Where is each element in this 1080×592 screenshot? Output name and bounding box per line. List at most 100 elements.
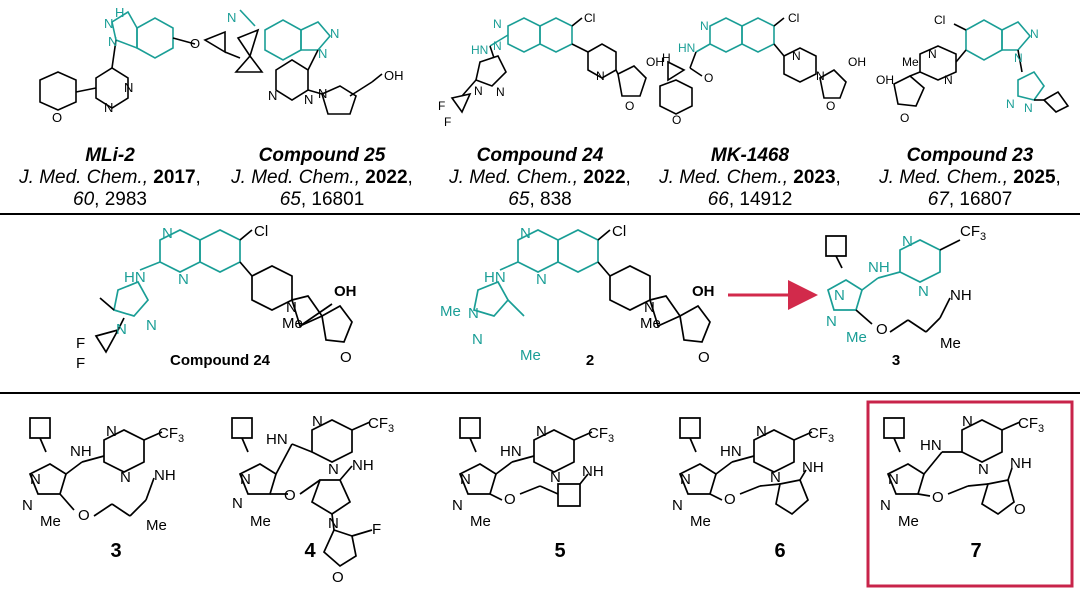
- structure-compound23: [893, 19, 1070, 113]
- atom-label: O: [340, 349, 352, 366]
- atom-label: CF3: [588, 425, 614, 445]
- atom-label: NH: [70, 443, 92, 460]
- atom-label: HN: [266, 431, 288, 448]
- label-compound24: Compound 24: [170, 352, 270, 369]
- atom-label: N: [888, 471, 899, 488]
- atoms-3: N N NH N N CF3 NH O Me Me: [22, 423, 184, 534]
- label-compound-2: 2: [585, 352, 595, 369]
- atom-label: OH: [692, 283, 715, 300]
- structure-mli2: [39, 10, 241, 111]
- atom-label: N: [1014, 51, 1023, 65]
- journal: J. Med. Chem.,: [19, 167, 148, 188]
- label-compound-3-top: 3: [891, 352, 901, 369]
- atom-label: N: [452, 497, 463, 514]
- atom-label: NH: [352, 457, 374, 474]
- atom-label: N: [928, 47, 937, 61]
- page: 14912: [739, 189, 793, 210]
- atom-label: NH: [1010, 455, 1032, 472]
- atom-label: N: [700, 19, 709, 33]
- caption-compound23: Compound 23 J. Med. Chem., 2025, 67, 168…: [866, 145, 1074, 211]
- atom-label: OH: [334, 283, 357, 300]
- volume: 66: [707, 189, 729, 210]
- journal: J. Med. Chem.,: [449, 167, 578, 188]
- label-compound-7: 7: [970, 540, 982, 562]
- compound-name: Compound 23: [906, 145, 1034, 166]
- atom-label: N: [286, 299, 297, 316]
- page: 16807: [959, 189, 1013, 210]
- divider-top: [0, 213, 1080, 215]
- volume: 65: [508, 189, 530, 210]
- page: 2983: [104, 189, 147, 210]
- atom-label: N: [232, 495, 243, 512]
- atom-label: O: [52, 110, 62, 125]
- year: 2023: [793, 167, 836, 188]
- cf3-label: CF: [1018, 415, 1038, 432]
- atom-label: N: [902, 233, 913, 250]
- label-compound-3: 3: [110, 540, 122, 562]
- atom-label: N: [596, 69, 605, 83]
- atom-label: Cl: [934, 13, 945, 27]
- atom-label: N: [460, 471, 471, 488]
- caption-mli2: MLi-2 J. Med. Chem., 2017, 60, 2983: [10, 145, 210, 211]
- atom-label: N: [550, 469, 561, 486]
- structure-6: [678, 417, 813, 516]
- atom-label: Me: [690, 513, 711, 530]
- cf3-label: CF: [368, 415, 388, 432]
- atom-label: N: [1006, 97, 1015, 111]
- atom-label: N: [312, 413, 323, 430]
- atom-label: OH: [384, 68, 404, 83]
- atom-label: N: [680, 471, 691, 488]
- atom-label: N: [880, 497, 891, 514]
- atom-label: Cl: [584, 11, 595, 25]
- atoms-4: N N HN N N CF3 NH O Me N F O: [232, 413, 394, 586]
- atom-label: OH: [646, 55, 664, 69]
- atom-label: N: [328, 515, 339, 532]
- atom-label: CF3: [158, 425, 184, 445]
- atom-label: CF3: [808, 425, 834, 445]
- atom-label: Cl: [788, 11, 799, 25]
- year: 2025: [1013, 167, 1056, 188]
- atom-label: N: [834, 287, 845, 304]
- atom-label: O: [876, 321, 888, 338]
- atom-label: N: [536, 423, 547, 440]
- divider-bottom: [0, 392, 1080, 394]
- atom-label: HN: [484, 269, 506, 286]
- page: 838: [540, 189, 572, 210]
- label-compound-5: 5: [554, 540, 566, 562]
- atom-label: N: [918, 283, 929, 300]
- cf3-label: CF: [588, 425, 608, 442]
- compound-name: Compound 24: [476, 145, 604, 166]
- atom-label: Me: [902, 55, 919, 69]
- atom-label: HN: [920, 437, 942, 454]
- atom-label: Me: [250, 513, 271, 530]
- label-compound-4: 4: [304, 540, 316, 562]
- atom-label: HN: [124, 269, 146, 286]
- atom-label: O: [698, 349, 710, 366]
- atom-label: N: [116, 321, 127, 338]
- atom-label: N: [1024, 101, 1033, 115]
- cf3-label: CF: [158, 425, 178, 442]
- atom-label: N: [318, 86, 327, 101]
- compound-name: MLi-2: [85, 145, 135, 166]
- atom-label: N: [962, 413, 973, 430]
- atom-label: Me: [282, 315, 303, 332]
- structure-compound24-small: [450, 17, 647, 114]
- atom-label: N: [108, 34, 117, 49]
- atoms-compound23: Cl N N N N OH Me N N O: [876, 13, 1039, 125]
- atom-label: F: [76, 335, 85, 352]
- atom-label: NH: [802, 459, 824, 476]
- atom-label: N: [328, 461, 339, 478]
- atom-label: N: [644, 299, 655, 316]
- atom-label: H: [115, 5, 124, 20]
- cf3-label: CF: [960, 223, 980, 240]
- structure-mk1468: [659, 17, 847, 115]
- atom-label: Me: [40, 513, 61, 530]
- cf3-subscript: 3: [1038, 423, 1044, 435]
- atom-label: NH: [154, 467, 176, 484]
- cf3-subscript: 3: [388, 423, 394, 435]
- atom-label: N: [178, 271, 189, 288]
- atoms-5: N N HN N N CF3 NH O Me: [452, 423, 614, 530]
- caption-mk1468: MK-1468 J. Med. Chem., 2023, 66, 14912: [650, 145, 850, 211]
- atom-label: F: [372, 521, 381, 538]
- atom-label: N: [493, 17, 502, 31]
